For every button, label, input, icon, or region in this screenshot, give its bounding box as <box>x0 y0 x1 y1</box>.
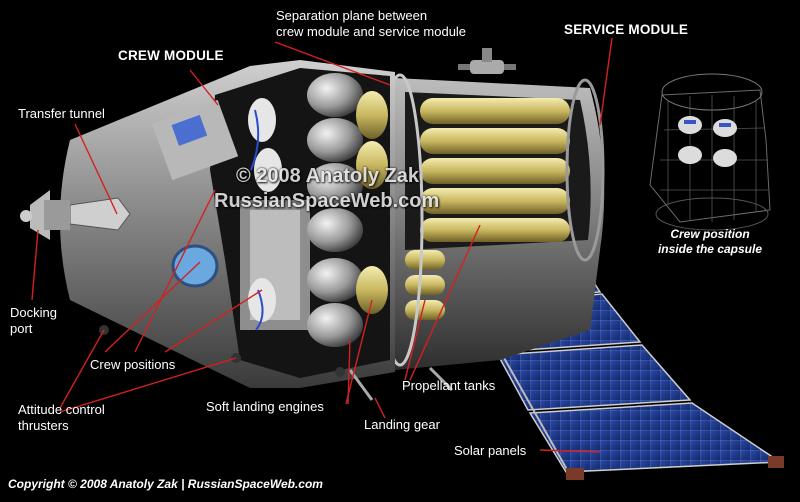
service-thruster-cluster <box>458 48 516 74</box>
propellant-tanks-label: Propellant tanks <box>402 378 496 393</box>
landing-gear-label: Landing gear <box>364 417 440 432</box>
watermark-line2: RussianSpaceWeb.com <box>214 190 440 212</box>
watermark-line1: © 2008 Anatoly Zak <box>236 165 419 187</box>
capsule-inset <box>649 73 771 231</box>
soft-landing-engines-label: Soft landing engines <box>206 399 324 414</box>
attitude-control-label-line1: Attitude control <box>18 402 105 417</box>
crew-position-caption-line2: inside the capsule <box>657 242 763 256</box>
soft-landing-engine-spheres <box>307 73 388 347</box>
crew-position-caption-line1: Crew position <box>670 227 750 241</box>
crew-module <box>20 60 454 401</box>
service-module-label: SERVICE MODULE <box>564 22 689 37</box>
docking-port-label-line2: port <box>10 321 33 336</box>
leader-lines <box>31 37 613 453</box>
transfer-tunnel-label: Transfer tunnel <box>18 106 105 121</box>
crew-figures <box>248 98 282 331</box>
crew-positions-label: Crew positions <box>90 357 176 372</box>
separation-plane-label-line1: Separation plane between <box>276 8 428 23</box>
attitude-control-label-line2: thrusters <box>18 418 69 433</box>
crew-module-label: CREW MODULE <box>118 48 224 63</box>
separation-plane-label-line2: crew module and service module <box>276 24 467 39</box>
docking-port <box>20 190 70 240</box>
solar-panels-label: Solar panels <box>454 443 527 458</box>
docking-port-label-line1: Docking <box>10 305 57 320</box>
inset-crew-figures <box>678 116 737 167</box>
propellant-tank-group <box>405 98 570 320</box>
copyright-footer: Copyright © 2008 Anatoly Zak | RussianSp… <box>8 477 323 491</box>
